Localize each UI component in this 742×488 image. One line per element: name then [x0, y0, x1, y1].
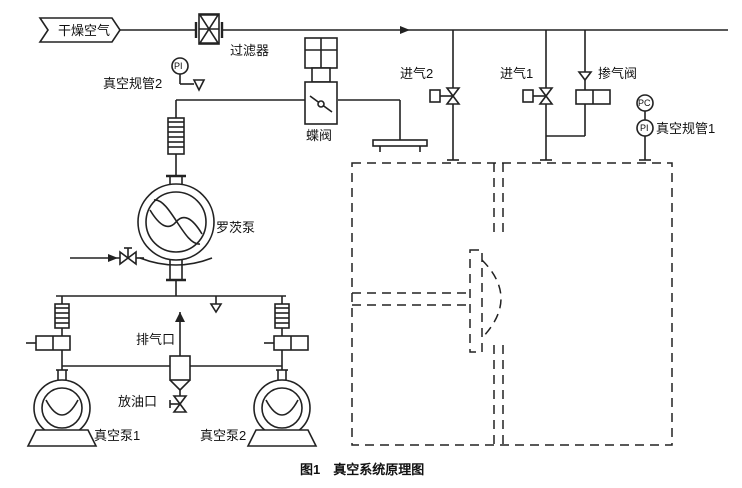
dry-air-label: 干燥空气: [58, 23, 110, 38]
roots-pump-label: 罗茨泵: [216, 220, 255, 235]
oil-drain-label: 放油口: [118, 394, 157, 409]
exhaust-port-label: 排气口: [136, 332, 175, 347]
vacuum-pump-1-symbol: [26, 369, 98, 447]
gauge-2-label: 真空规管2: [103, 76, 162, 91]
butterfly-valve-symbol: [304, 37, 338, 125]
inlet-1-label: 进气1: [500, 66, 533, 81]
inlet-1-valve: [522, 30, 585, 161]
butterfly-valve-label: 蝶阀: [306, 128, 332, 143]
svg-text:PC: PC: [638, 98, 651, 108]
figure-caption: 图1 真空系统原理图: [300, 462, 424, 477]
inlet-2-valve: [429, 30, 461, 161]
gauge-1-symbol: PC PI: [636, 94, 654, 161]
svg-text:PI: PI: [640, 123, 649, 133]
filter-label: 过滤器: [230, 43, 269, 58]
bleed-valve-label: 掺气阀: [598, 66, 637, 81]
pump-manifold: [56, 295, 286, 314]
roots-side-inlet: [70, 247, 144, 266]
filter-symbol: [194, 13, 224, 45]
vacuum-pump-2-label: 真空泵2: [200, 428, 246, 443]
left-pump-branch: [26, 296, 71, 370]
bleed-valve: [575, 30, 611, 136]
inlet-2-label: 进气2: [400, 66, 433, 81]
dry-air-inlet-line: [38, 17, 728, 43]
vacuum-pump-1-label: 真空泵1: [94, 428, 140, 443]
chamber-flange: [372, 139, 428, 152]
vacuum-pump-2-symbol: [246, 369, 318, 447]
gauge-1-label: 真空规管1: [656, 121, 715, 136]
vacuum-chamber: [351, 162, 673, 446]
bellows-symbol: [166, 117, 186, 186]
svg-text:PI: PI: [174, 61, 183, 71]
exhaust-separator: [62, 312, 282, 413]
gauge-2-symbol: PI: [171, 57, 206, 92]
right-pump-branch: [264, 296, 309, 370]
main-suction-line: [175, 99, 401, 140]
roots-pump-symbol: [137, 183, 215, 296]
